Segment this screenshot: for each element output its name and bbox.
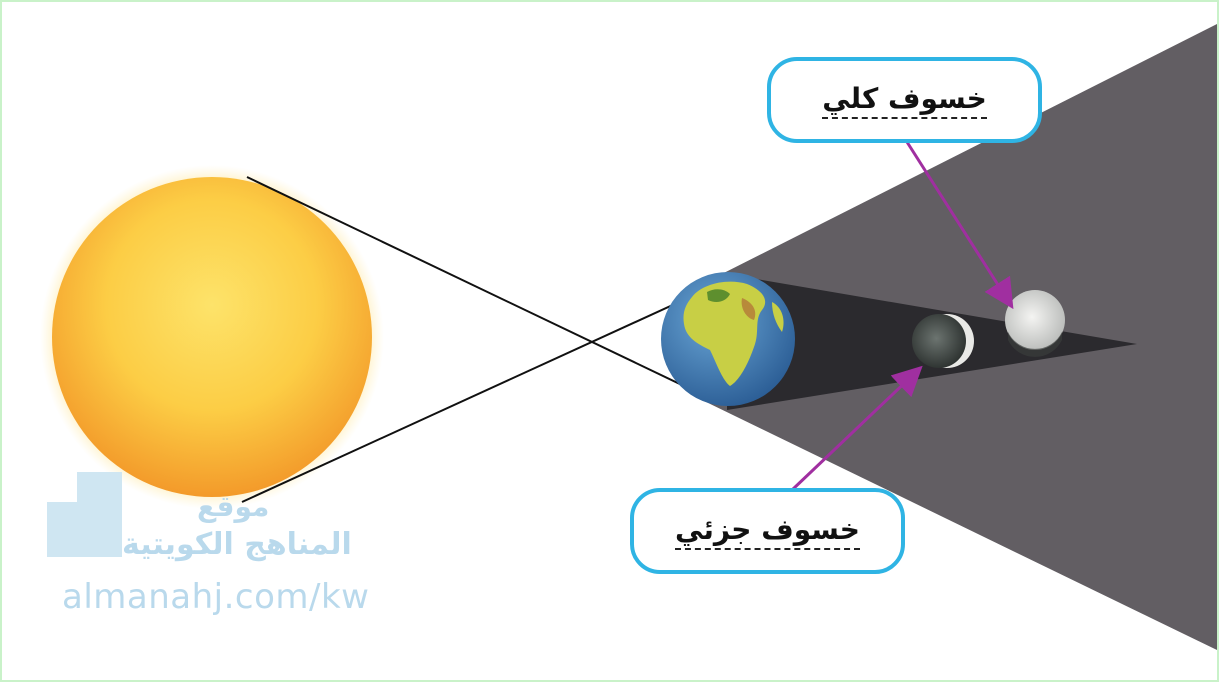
moon-partial-icon	[912, 314, 974, 368]
sun-icon	[40, 165, 384, 509]
watermark-line2: المناهج الكويتية	[122, 527, 352, 562]
partial-eclipse-text: خسوف جزئي	[675, 513, 860, 550]
earth-icon	[661, 272, 795, 406]
moon-total-icon	[1005, 290, 1065, 357]
watermark-logo	[47, 472, 122, 557]
total-eclipse-text: خسوف كلي	[822, 82, 987, 119]
partial-eclipse-label: خسوف جزئي	[630, 488, 905, 574]
watermark-line1: موقع	[197, 490, 269, 523]
watermark-site: almanahj.com/kw	[62, 577, 370, 617]
total-eclipse-label: خسوف كلي	[767, 57, 1042, 143]
